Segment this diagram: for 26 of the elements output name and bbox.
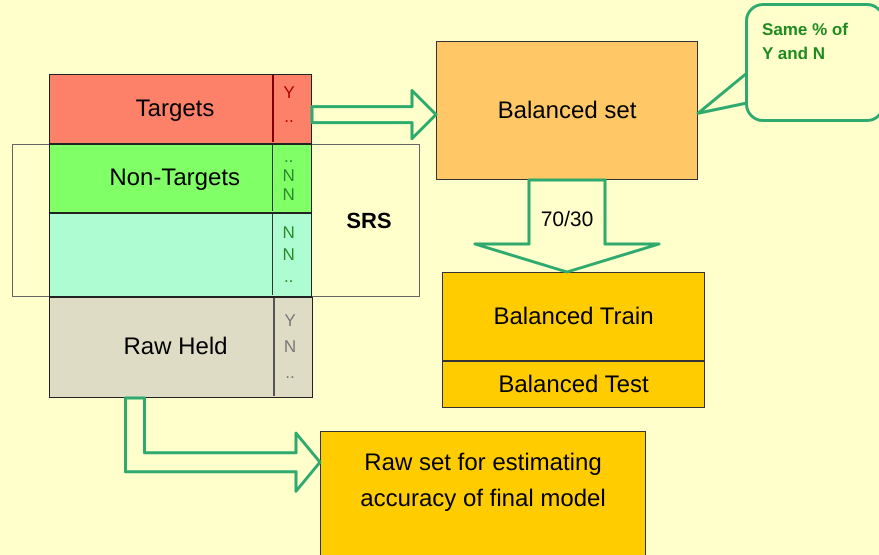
process-box — [442, 272, 705, 361]
class-column-text: .. N N — [282, 146, 296, 204]
class-column-text: N N .. — [282, 222, 296, 288]
box-label: Balanced Train — [492, 302, 655, 332]
box-label: Raw set for estimating accuracy of final model — [359, 448, 607, 514]
block-arrow — [474, 178, 660, 274]
class-column-text: Y .. — [282, 82, 296, 128]
data-band — [49, 74, 312, 144]
data-band — [49, 297, 313, 398]
process-box — [320, 431, 646, 555]
data-band — [48, 212, 312, 297]
process-box — [436, 41, 698, 180]
data-band — [48, 144, 312, 213]
box-label: Balanced Test — [497, 370, 650, 400]
block-arrow — [124, 396, 322, 493]
band-label: Targets — [134, 94, 216, 124]
block-arrow — [310, 89, 438, 140]
sample-frame — [12, 144, 420, 297]
box-label: Balanced set — [496, 96, 638, 126]
process-box — [442, 361, 705, 408]
callout-text: Same % of Y and N — [762, 19, 849, 65]
class-column-text: Y N .. — [282, 310, 298, 384]
frame-label: SRS — [345, 207, 393, 235]
band-label: Raw Held — [122, 332, 229, 362]
callout-bubble — [745, 3, 879, 122]
band-label: Non-Targets — [108, 162, 242, 193]
